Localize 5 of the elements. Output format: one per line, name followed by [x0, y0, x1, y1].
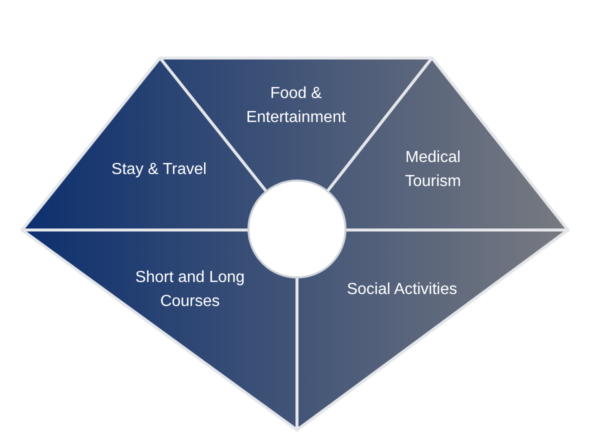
- segment-label: Short and Long Courses: [134, 268, 246, 312]
- segment-label: Medical Tourism: [404, 148, 462, 192]
- segment-label: Stay & Travel: [110, 160, 208, 180]
- segment-label: Social Activities: [346, 280, 458, 300]
- segment-label: Food & Entertainment: [245, 84, 347, 128]
